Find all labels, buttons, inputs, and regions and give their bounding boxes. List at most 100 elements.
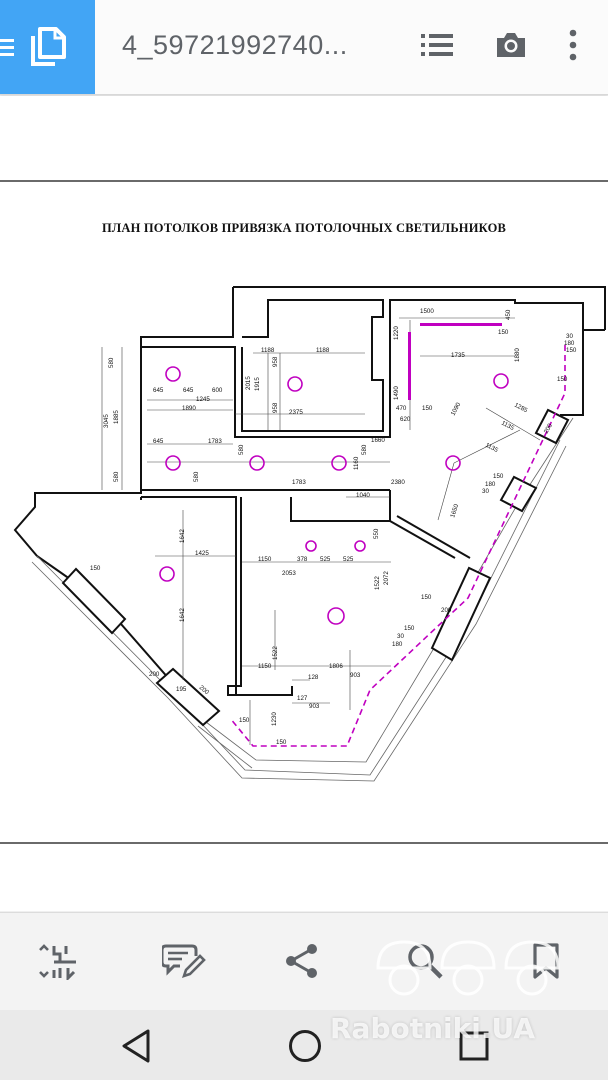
ceiling-light bbox=[159, 566, 175, 582]
ceiling-light bbox=[305, 540, 317, 552]
dim-label: 180 bbox=[485, 481, 496, 488]
dim-label: 2053 bbox=[282, 570, 296, 577]
dim-label: 150 bbox=[239, 717, 250, 724]
dim-label: 1885 bbox=[113, 410, 120, 424]
ceiling-light bbox=[165, 366, 181, 382]
dim-label: 958 bbox=[272, 356, 279, 367]
dim-label: 1188 bbox=[316, 347, 330, 354]
menu-icon[interactable] bbox=[0, 37, 16, 57]
home-icon[interactable] bbox=[287, 1028, 323, 1064]
dim-label: 150 bbox=[422, 405, 433, 412]
dim-label: 150 bbox=[566, 347, 577, 354]
dim-label: 450 bbox=[505, 309, 512, 320]
ceiling-light bbox=[165, 455, 181, 471]
dim-label: 580 bbox=[113, 471, 120, 482]
ceiling-light bbox=[287, 376, 303, 392]
dim-label: 1880 bbox=[514, 348, 521, 362]
dim-label: 620 bbox=[400, 416, 411, 423]
bookmark-icon[interactable] bbox=[532, 942, 560, 980]
document-panel-button[interactable] bbox=[0, 0, 95, 94]
more-vert-icon[interactable] bbox=[567, 28, 579, 62]
dim-label: 1890 bbox=[182, 405, 196, 412]
dim-label: 200 bbox=[441, 607, 452, 614]
dim-label: 150 bbox=[404, 625, 415, 632]
dim-label: 1915 bbox=[254, 377, 261, 391]
ceiling-light bbox=[327, 607, 345, 625]
dim-label: 470 bbox=[396, 405, 407, 412]
dim-label: 1490 bbox=[393, 386, 400, 400]
dim-label: 1735 bbox=[451, 352, 465, 359]
dim-label: 1150 bbox=[258, 556, 272, 563]
dim-label: 1150 bbox=[258, 663, 272, 670]
dim-label: 3045 bbox=[103, 414, 110, 428]
dim-label: 127 bbox=[297, 695, 308, 702]
dim-label: 30 bbox=[482, 488, 489, 495]
dim-label: 150 bbox=[498, 329, 509, 336]
dim-label: 580 bbox=[193, 471, 200, 482]
dim-label: 1188 bbox=[261, 347, 275, 354]
dim-label: 30 bbox=[566, 333, 573, 340]
dim-label: 525 bbox=[343, 556, 354, 563]
ceiling-light bbox=[249, 455, 265, 471]
dim-label: 1245 bbox=[196, 396, 210, 403]
share-icon[interactable] bbox=[284, 942, 320, 980]
dim-label: 1660 bbox=[371, 437, 385, 444]
dim-label: 1090 bbox=[450, 401, 463, 417]
ceiling-floor-plan: 580 1885 3045 580 645 645 600 1245 1890 … bbox=[0, 180, 608, 844]
dim-label: 2015 bbox=[245, 376, 252, 390]
dim-label: 30 bbox=[397, 633, 404, 640]
dim-label: 1425 bbox=[195, 550, 209, 557]
dim-label: 903 bbox=[350, 672, 361, 679]
dim-label: 645 bbox=[183, 387, 194, 394]
document-title: 4_59721992740... bbox=[122, 30, 348, 60]
dim-label: 1230 bbox=[271, 712, 278, 726]
dim-label: 958 bbox=[272, 402, 279, 413]
dim-label: 580 bbox=[361, 444, 368, 455]
dim-label: 1135 bbox=[484, 442, 500, 455]
dim-label: 195 bbox=[176, 686, 187, 693]
recents-icon[interactable] bbox=[458, 1030, 490, 1062]
dim-label: 1135 bbox=[500, 420, 516, 433]
top-toolbar: 4_59721992740... bbox=[0, 0, 608, 95]
dim-label: 180 bbox=[392, 641, 403, 648]
dim-label: 580 bbox=[108, 357, 115, 368]
dim-label: 2380 bbox=[391, 479, 405, 486]
watermark-helmets-logo bbox=[376, 940, 560, 996]
dim-label: 150 bbox=[421, 594, 432, 601]
split-view-icon[interactable] bbox=[38, 942, 80, 980]
dim-label: 600 bbox=[212, 387, 223, 394]
comment-edit-icon[interactable] bbox=[162, 942, 206, 980]
dim-label: 550 bbox=[373, 528, 380, 539]
dim-label: 1160 bbox=[353, 456, 360, 470]
dim-label: 645 bbox=[153, 438, 164, 445]
ceiling-light bbox=[493, 373, 509, 389]
dim-label: 1522 bbox=[272, 646, 279, 660]
dim-label: 378 bbox=[297, 556, 308, 563]
dim-label: 200 bbox=[543, 422, 555, 435]
list-icon[interactable] bbox=[420, 28, 454, 62]
dim-label: 150 bbox=[493, 473, 504, 480]
dim-label: 150 bbox=[90, 565, 101, 572]
plan-title: ПЛАН ПОТОЛКОВ ПРИВЯЗКА ПОТОЛОЧНЫХ СВЕТИЛ… bbox=[101, 221, 507, 235]
ceiling-light bbox=[354, 540, 366, 552]
dim-label: 1806 bbox=[329, 663, 343, 670]
watermark-text: Rabotniki.UA bbox=[330, 1012, 536, 1045]
camera-icon[interactable] bbox=[494, 28, 528, 62]
ceiling-light bbox=[331, 455, 347, 471]
document-icon[interactable] bbox=[30, 26, 68, 68]
dim-label: 2072 bbox=[383, 571, 390, 585]
system-navigation-bar bbox=[0, 1010, 608, 1080]
back-icon[interactable] bbox=[120, 1028, 152, 1064]
dim-label: 1500 bbox=[420, 308, 434, 315]
ceiling-light bbox=[445, 455, 461, 471]
dim-label: 1642 bbox=[179, 529, 186, 543]
dim-label: 1650 bbox=[449, 503, 460, 519]
dim-label: 128 bbox=[308, 674, 319, 681]
dim-label: 1285 bbox=[513, 402, 529, 415]
dim-label: 903 bbox=[309, 703, 320, 710]
dim-label: 1783 bbox=[208, 438, 222, 445]
dim-label: 1220 bbox=[393, 326, 400, 340]
dim-label: 200 bbox=[149, 671, 160, 678]
dim-label: 525 bbox=[320, 556, 331, 563]
dim-label: 2375 bbox=[289, 409, 303, 416]
